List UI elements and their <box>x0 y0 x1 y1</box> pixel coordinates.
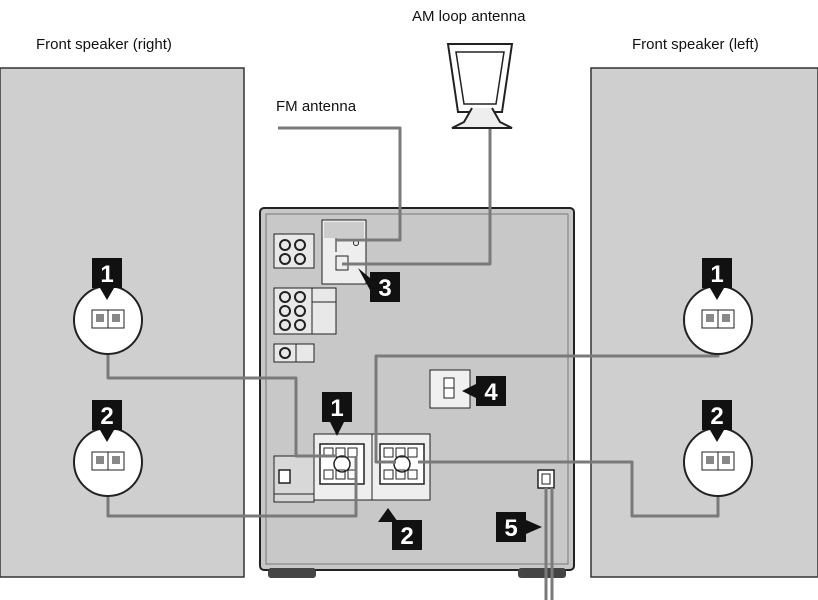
am-loop-antenna <box>446 43 514 129</box>
callout-1-unit: 1 <box>322 392 352 436</box>
callout-2-left: 2 <box>702 400 732 442</box>
wires <box>106 126 720 600</box>
rca-jacks-top <box>273 233 315 269</box>
callout-5: 5 <box>496 512 542 542</box>
fm-antenna-label: FM antenna <box>276 98 357 115</box>
wire-right-bottom <box>106 456 358 518</box>
speaker-left-terminal-top <box>683 285 753 355</box>
speaker-right-terminal-top <box>73 285 143 355</box>
callout-2-right: 2 <box>92 400 122 442</box>
callout-2-left-text: 2 <box>710 403 723 430</box>
callout-4-text: 4 <box>484 379 498 406</box>
callout-1-right-text: 1 <box>100 261 113 288</box>
power-inlet <box>537 469 555 489</box>
callout-1-right: 1 <box>92 258 122 300</box>
optical-jack <box>273 455 315 503</box>
speaker-right-label: Front speaker (right) <box>36 36 172 53</box>
callout-2-unit-text: 2 <box>400 523 413 550</box>
unit-foot-left <box>268 568 316 578</box>
wire-right-top <box>106 345 336 458</box>
callout-1-unit-text: 1 <box>330 395 343 422</box>
am-antenna-wire <box>342 128 492 266</box>
callout-1-left-text: 1 <box>710 261 723 288</box>
callout-2-unit: 2 <box>378 508 422 550</box>
rca-jacks-middle <box>273 287 337 335</box>
speaker-terminals <box>313 433 431 501</box>
fm-antenna-wire <box>278 126 402 242</box>
wire-left-bottom <box>418 460 720 518</box>
callout-2-right-text: 2 <box>100 403 113 430</box>
am-antenna-label: AM loop antenna <box>412 8 526 25</box>
callout-4: 4 <box>462 376 506 406</box>
callout-3: 3 <box>358 268 400 302</box>
power-cord <box>544 488 554 600</box>
speaker-left-label: Front speaker (left) <box>632 36 759 53</box>
callout-1-left: 1 <box>702 258 732 300</box>
callout-3-text: 3 <box>378 275 391 302</box>
voltage-selector <box>429 369 471 409</box>
speaker-left-terminal-bottom <box>683 427 753 497</box>
unit-foot-right <box>518 568 566 578</box>
antenna-terminal <box>321 219 367 285</box>
coaxial-jack <box>273 343 315 363</box>
speaker-right-terminal-bottom <box>73 427 143 497</box>
callout-5-text: 5 <box>504 515 517 542</box>
